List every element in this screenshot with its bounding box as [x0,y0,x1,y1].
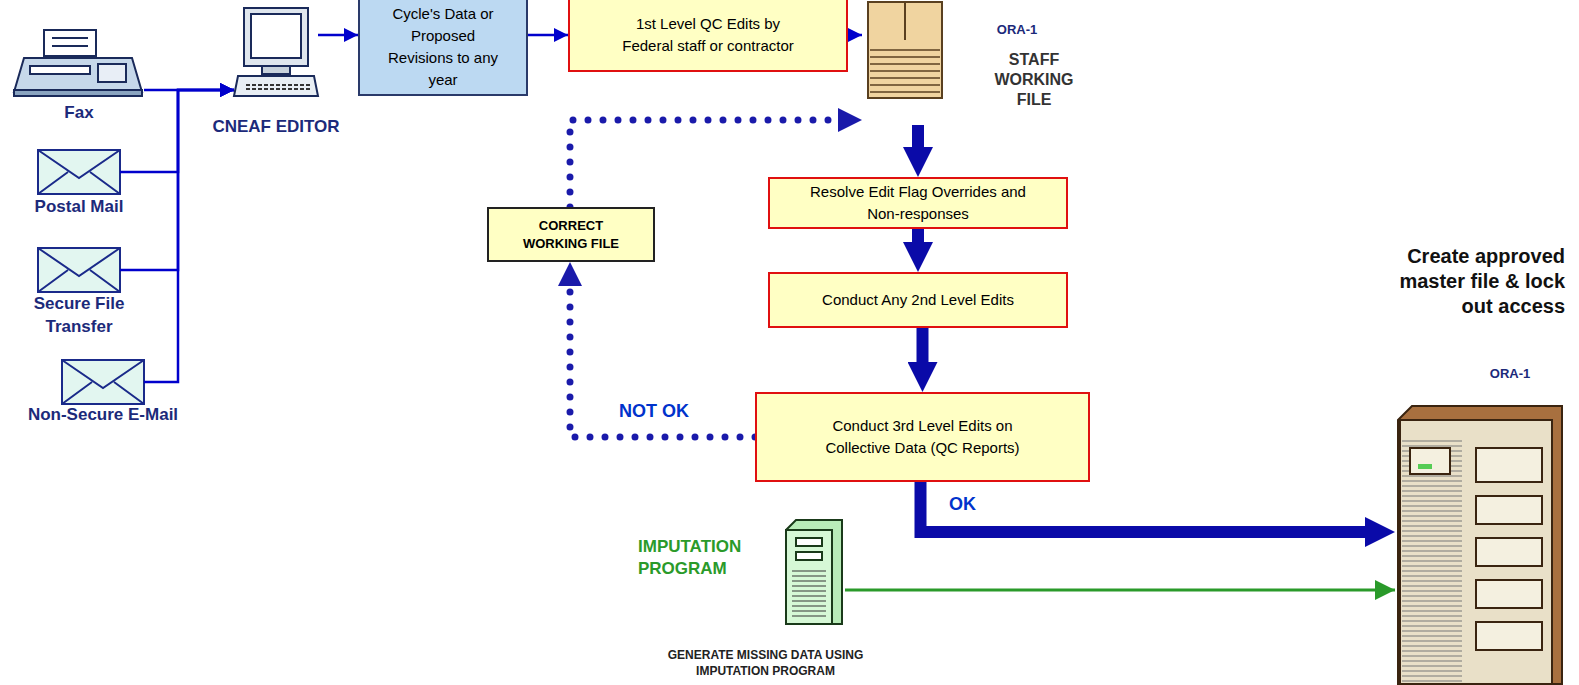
computer-icon [234,8,318,96]
server-icon [1398,406,1562,684]
flow-line [570,276,755,437]
box-text: Cycle's Data or Proposed Revisions to an… [381,3,506,91]
process-box: Cycle's Data or Proposed Revisions to an… [358,0,528,96]
staff-file-node: ORA-1STAFF WORKING FILE [862,0,1095,125]
input-label: Fax [14,102,144,124]
arrow-head [1393,532,1395,533]
server-heading: Create approved master file & lock out a… [1370,244,1565,319]
flow-line [528,34,568,37]
flow-arrow [570,262,755,437]
process-box: Conduct Any 2nd Level Edits [768,272,1068,328]
flow-arrow [845,590,1395,591]
flow-line [848,34,862,37]
arrow-head [860,120,862,121]
process-box: Resolve Edit Flag Overrides and Non-resp… [768,177,1068,229]
flow-line [845,589,1395,592]
box-text: Conduct Any 2nd Level Edits [822,289,1014,311]
program-label: IMPUTATION PROGRAM [638,536,778,580]
fax-icon [14,30,142,96]
edge-label: OK [946,494,979,515]
secure-transfer-node: Secure File Transfer [38,248,120,292]
arrow-head [860,35,862,36]
server-label: ORA-1 [1485,366,1535,381]
fax-node: Fax [14,28,144,98]
edge-label: NOT OK [616,401,692,422]
arrow-head [232,90,234,91]
program-caption: GENERATE MISSING DATA USING IMPUTATION P… [638,647,893,679]
editor-label: CNEAF EDITOR [194,116,358,138]
box-text: 1st Level QC Edits by Federal staff or c… [613,13,803,57]
correction-box: CORRECT WORKING FILE [487,207,655,262]
flow-arrow [318,35,358,36]
imputation-node: IMPUTATION PROGRAMGENERATE MISSING DATA … [630,520,845,624]
flow-line [912,229,924,254]
process-box: Conduct 3rd Level Edits on Collective Da… [755,392,1090,482]
input-label: Secure File Transfer [8,292,150,338]
flow-line [917,328,929,374]
postal-mail-node: Postal Mail [38,150,120,194]
flow-line [912,125,924,159]
email-node: Non-Secure E-Mail [62,360,144,404]
flow-arrow [848,35,862,36]
flow-arrow [921,482,1396,532]
file-cabinet-icon [868,2,942,98]
envelope-icon [38,150,144,404]
file-label: STAFF WORKING FILE [975,50,1093,110]
flow-arrow [922,328,923,392]
input-label: Non-Secure E-Mail [12,404,194,426]
flow-arrow [528,35,568,36]
input-label: Postal Mail [8,196,150,218]
box-text: Conduct 3rd Level Edits on Collective Da… [808,415,1038,459]
editor-node: CNEAF EDITOR [234,6,318,98]
master-server-node: Create approved master file & lock out a… [1395,240,1567,685]
imputation-server-icon [786,520,842,624]
arrow-head [570,262,571,264]
process-box: 1st Level QC Edits by Federal staff or c… [568,0,848,72]
file-label: ORA-1 [992,22,1042,37]
flow-arrow [918,125,919,177]
arrow-head [1393,590,1395,591]
box-text: Resolve Edit Flag Overrides and Non-resp… [798,181,1038,225]
flow-arrow [918,229,919,272]
flow-line [318,34,358,37]
box-text: CORRECT WORKING FILE [511,217,631,253]
flow-line [921,482,1378,532]
